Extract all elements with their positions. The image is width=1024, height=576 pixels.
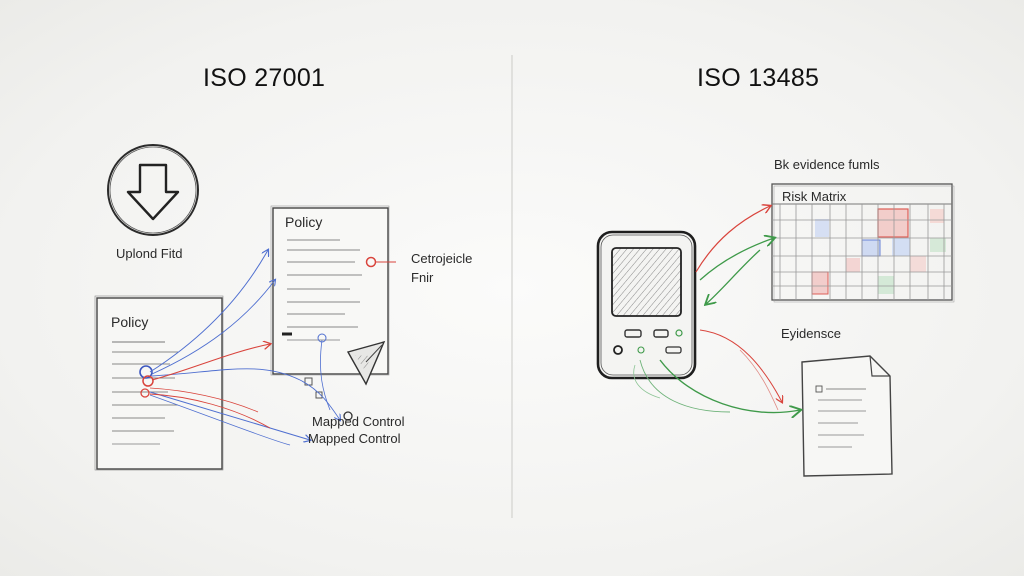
upload-label: Uplond Fitd — [116, 246, 183, 261]
policy-back-label: Policy — [111, 314, 149, 330]
evidence-label: Eyidensce — [781, 326, 841, 341]
risk-matrix-grid — [771, 183, 955, 303]
iso-27001-title: ISO 27001 — [203, 64, 326, 92]
compliance-label-line2: Fnir — [411, 270, 434, 285]
iso-13485-title: ISO 13485 — [697, 64, 820, 92]
policy-front-label: Policy — [285, 214, 323, 230]
policy-document-back — [94, 295, 224, 471]
pointer-cursor-icon — [346, 340, 386, 386]
mapped-control-label-1: Mapped Control — [312, 414, 405, 429]
mapped-control-label-2: Mapped Control — [308, 431, 401, 446]
small-square-marker — [315, 391, 323, 399]
evidence-document — [801, 355, 893, 477]
download-circle-icon — [107, 144, 199, 236]
device-icon — [596, 230, 697, 380]
compliance-marker — [365, 256, 377, 268]
evidence-forms-label: Bk evidence fumls — [774, 157, 880, 172]
compliance-label-line1: Cetrojeicle — [411, 251, 473, 266]
small-square-marker — [304, 377, 313, 386]
mapped-control-node — [343, 411, 353, 421]
risk-matrix-label: Risk Matrix — [782, 189, 847, 204]
